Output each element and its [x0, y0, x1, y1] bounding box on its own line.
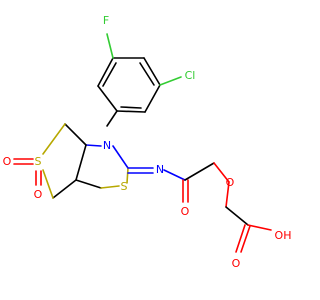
ring-bond [52, 179, 77, 199]
hydroxyl-label: OH [275, 229, 292, 242]
oxygen-label: O [3, 155, 12, 168]
nitrogen-label: N [103, 139, 111, 152]
fused-ring-system [42, 123, 129, 199]
aryl-bond [97, 85, 118, 112]
ring-bond [75, 179, 102, 189]
c-s-bond [42, 123, 66, 155]
o-c-bond [225, 181, 230, 208]
sulfur-label: S [121, 180, 128, 193]
n-c-bond [163, 169, 186, 181]
sulfur-label: S [35, 155, 42, 168]
c-o-bond [213, 162, 230, 183]
aryl-double-bond [120, 106, 142, 109]
molecule-structure-diagram: F Cl N N S S O O O O O OH [3, 14, 292, 270]
aryl-double-bond [139, 62, 155, 86]
s-c-bond [126, 167, 129, 184]
oxygen-label: O [34, 188, 43, 201]
aryl-bond [143, 57, 161, 86]
oxygen-label: O [226, 176, 235, 189]
ring-bond [75, 144, 87, 181]
aryl-ring [97, 57, 161, 113]
fluorine-label: F [103, 14, 109, 27]
aryl-bond [144, 84, 161, 113]
c-cl-bond [159, 76, 182, 86]
chlorine-label: Cl [185, 69, 196, 82]
c-o-double-bond [235, 224, 246, 253]
c-s-bond [100, 185, 120, 189]
aryl-bond [116, 110, 146, 113]
c-oh-bond [247, 224, 272, 231]
n-c-bond [85, 144, 102, 147]
c-s-bond [42, 169, 54, 199]
aryl-n-bond [106, 110, 118, 127]
c-o-double-bond [240, 225, 251, 253]
nitrogen-label: N [156, 163, 164, 176]
oxygen-label: O [232, 257, 241, 270]
chain-bond [225, 206, 249, 226]
aryl-bond [97, 57, 114, 87]
oxygen-label: O [181, 205, 190, 218]
ring-bond [64, 123, 87, 146]
aryl-double-bond [102, 62, 117, 87]
n-c-bond [112, 145, 129, 169]
c-f-bond [106, 33, 114, 59]
chain-bond [184, 162, 215, 181]
